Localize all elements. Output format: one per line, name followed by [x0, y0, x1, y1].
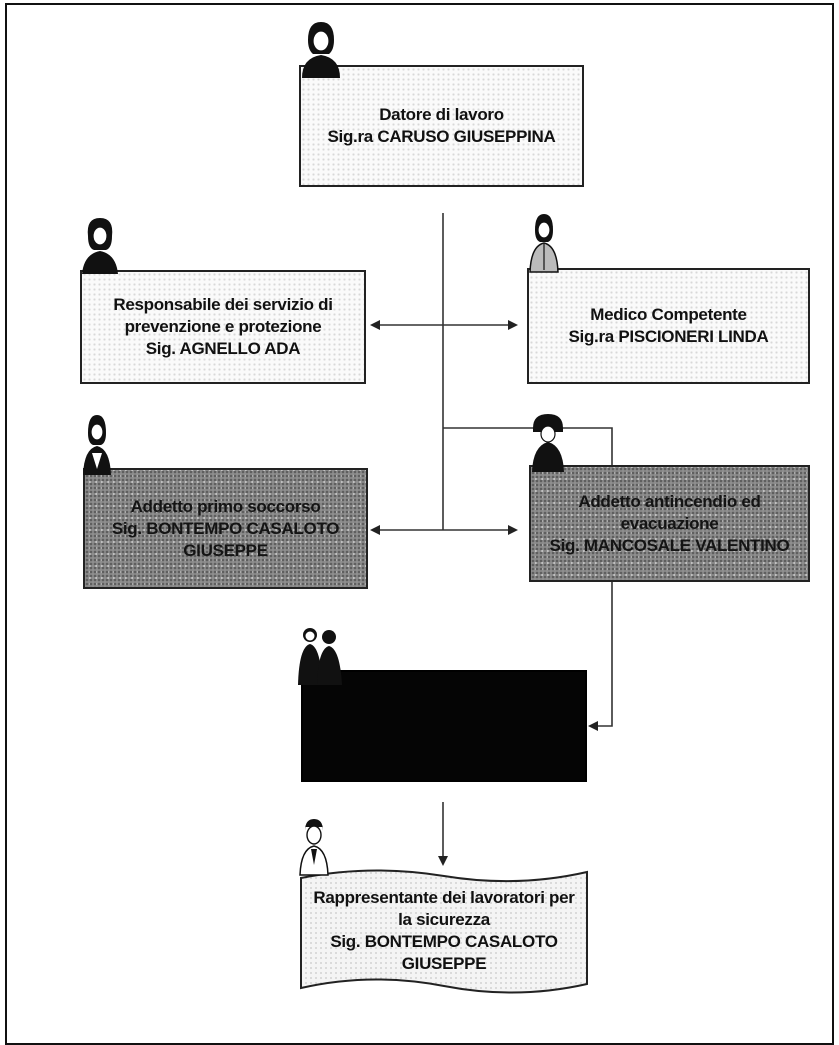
primo-soccorso-name-line2: GIUSEPPE [183, 540, 268, 560]
antincendio-name: Sig. MANCOSALE VALENTINO [549, 535, 790, 555]
rspp-name: Sig. AGNELLO ADA [145, 339, 301, 358]
woman-icon [82, 218, 118, 274]
nurse-icon [83, 415, 111, 475]
arrowhead-right-lower [508, 525, 518, 535]
rls-name-line2: GIUSEPPE [401, 954, 487, 973]
arrowhead-right-upper [508, 320, 518, 330]
antincendio-line1: Addetto antincendio ed [578, 491, 761, 511]
node-datore-di-lavoro: Datore di lavoro Sig.ra CARUSO GIUSEPPIN… [299, 65, 584, 187]
doctor-icon [529, 214, 559, 273]
rspp-line2: prevenzione e protezione [124, 317, 322, 336]
antincendio-line2: evacuazione [620, 513, 719, 533]
datore-title: Datore di lavoro [379, 105, 504, 124]
primo-soccorso-name-line1: Sig. BONTEMPO CASALOTO [111, 518, 340, 538]
primo-soccorso-title: Addetto primo soccorso [130, 496, 321, 516]
woman-icon [302, 22, 340, 78]
branch-line-to-antincendio [443, 427, 613, 465]
firefighter-icon [532, 414, 564, 472]
node-black-box [301, 670, 587, 782]
medico-name: Sig.ra PISCIONERI LINDA [568, 327, 769, 346]
rspp-line1: Responsabile dei servizio di [113, 295, 333, 314]
medico-title: Medico Competente [590, 305, 747, 324]
scroll-shape [300, 869, 588, 994]
arrowhead-to-black-box [588, 721, 598, 731]
node-medico-competente: Medico Competente Sig.ra PISCIONERI LIND… [527, 268, 810, 384]
man-icon [299, 819, 329, 876]
node-addetto-antincendio: Addetto antincendio ed evacuazione Sig. … [529, 465, 810, 582]
people-group-icon [298, 628, 342, 685]
arrowhead-left-lower [370, 525, 380, 535]
arrowhead-left-upper [370, 320, 380, 330]
branch-line-to-black-box [596, 580, 613, 727]
rls-line2: la sicurezza [398, 910, 490, 929]
rls-line1: Rappresentante dei lavoratori per [313, 888, 575, 907]
arrowhead-down-to-rls [438, 856, 448, 866]
rls-name-line1: Sig. BONTEMPO CASALOTO [330, 932, 558, 951]
node-addetto-primo-soccorso: Addetto primo soccorso Sig. BONTEMPO CAS… [83, 468, 368, 589]
datore-name: Sig.ra CARUSO GIUSEPPINA [327, 127, 556, 146]
node-rspp: Responsabile dei servizio di prevenzione… [80, 270, 366, 384]
rls-text: Rappresentante dei lavoratori per la sic… [299, 866, 589, 996]
node-rls: Rappresentante dei lavoratori per la sic… [299, 866, 589, 996]
